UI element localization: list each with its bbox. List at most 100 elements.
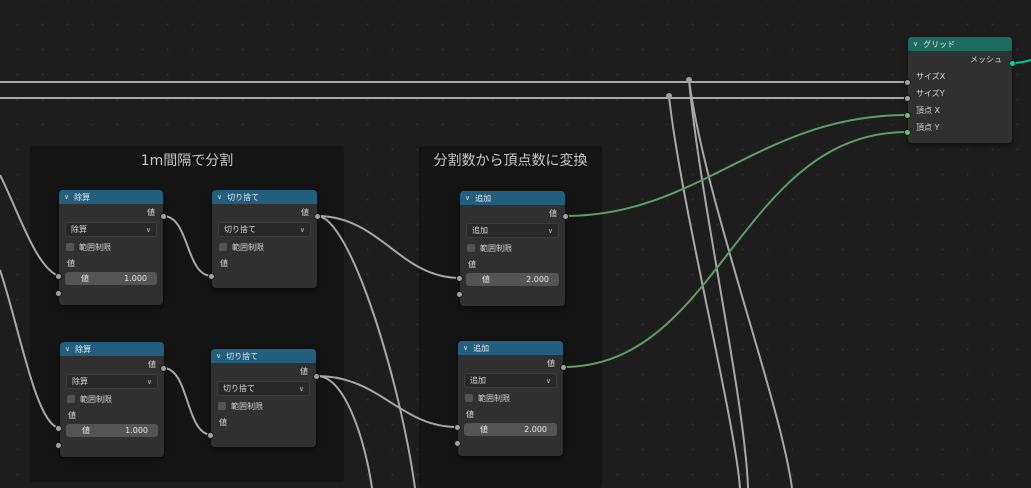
clamp-checkbox[interactable] (467, 244, 475, 252)
input-socket-label: 値 (468, 259, 476, 269)
input-socket[interactable] (456, 275, 463, 282)
clamp-checkbox-row[interactable]: 範囲制限 (59, 239, 163, 255)
vertices-y-label: 頂点 Y (916, 123, 940, 132)
output-socket-label: 値 (301, 207, 309, 217)
size-y-socket[interactable] (904, 95, 911, 102)
dropdown-value: 追加 (470, 376, 486, 385)
clamp-checkbox[interactable] (465, 394, 473, 402)
output-socket[interactable] (314, 213, 321, 220)
clamp-label: 範囲制限 (79, 242, 111, 252)
operation-dropdown[interactable]: 除算 ∨ (66, 374, 158, 389)
chevron-down-icon[interactable]: ∨ (65, 345, 71, 353)
value-field[interactable]: 値 2.000 (464, 423, 557, 436)
clamp-checkbox[interactable] (218, 402, 226, 410)
operation-dropdown[interactable]: 切り捨て ∨ (218, 222, 311, 237)
frame-title: 1m間隔で分割 (140, 153, 234, 169)
node-header[interactable]: ∨ 追加 (458, 341, 563, 355)
field-value: 1.000 (125, 426, 148, 435)
operation-dropdown[interactable]: 追加 ∨ (466, 223, 559, 238)
clamp-checkbox-row[interactable]: 範囲制限 (458, 390, 563, 406)
input-socket-label: 値 (67, 258, 75, 268)
value-field[interactable]: 値 1.000 (65, 272, 157, 285)
clamp-checkbox-row[interactable]: 範囲制限 (212, 239, 317, 255)
node-header[interactable]: ∨ 追加 (460, 191, 565, 205)
value-field[interactable]: 値 2.000 (466, 273, 559, 286)
dropdown-value: 切り捨て (223, 384, 255, 393)
output-socket[interactable] (160, 365, 167, 372)
field-label: 値 (81, 274, 89, 283)
link-add1-vertices-x (564, 114, 908, 217)
chevron-down-icon: ∨ (547, 226, 553, 235)
floor-node-1[interactable]: ∨ 切り捨て 値 切り捨て ∨ 範囲制限 値 (212, 190, 317, 288)
output-socket[interactable] (313, 373, 320, 380)
field-label: 値 (480, 425, 488, 434)
input-socket-label: 値 (219, 417, 227, 427)
node-header[interactable]: ∨ 除算 (60, 342, 164, 356)
dropdown-value: 除算 (71, 225, 87, 234)
input-socket-label: 値 (68, 410, 76, 420)
output-socket-label: 値 (300, 366, 308, 376)
output-socket[interactable] (560, 364, 567, 371)
node-title: 切り捨て (227, 192, 260, 202)
vertices-x-socket[interactable] (904, 112, 911, 119)
clamp-label: 範囲制限 (80, 394, 112, 404)
node-header[interactable]: ∨ 切り捨て (211, 349, 316, 363)
node-title: 除算 (74, 192, 91, 202)
node-title: 追加 (473, 343, 490, 353)
size-x-label: サイズX (916, 72, 946, 81)
field-label: 値 (82, 426, 90, 435)
chevron-down-icon[interactable]: ∨ (216, 352, 222, 360)
output-socket[interactable] (562, 213, 569, 220)
input-socket[interactable] (208, 273, 215, 280)
clamp-checkbox[interactable] (67, 395, 75, 403)
clamp-checkbox[interactable] (219, 243, 227, 251)
input-socket[interactable] (454, 424, 461, 431)
vertices-y-socket[interactable] (904, 129, 911, 136)
node-header[interactable]: ∨ 切り捨て (212, 190, 317, 204)
clamp-checkbox-row[interactable]: 範囲制限 (211, 398, 316, 414)
frame-title: 分割数から頂点数に変換 (433, 153, 588, 169)
chevron-down-icon[interactable]: ∨ (64, 193, 70, 201)
clamp-label: 範囲制限 (478, 393, 510, 403)
input-socket[interactable] (456, 291, 463, 298)
clamp-checkbox-row[interactable]: 範囲制限 (60, 391, 164, 407)
input-socket[interactable] (55, 425, 62, 432)
mesh-output-socket[interactable] (1009, 60, 1016, 67)
operation-dropdown[interactable]: 追加 ∨ (464, 373, 557, 388)
clamp-checkbox[interactable] (66, 243, 74, 251)
operation-dropdown[interactable]: 切り捨て ∨ (217, 381, 310, 396)
node-header[interactable]: ∨ 除算 (59, 190, 163, 204)
chevron-down-icon[interactable]: ∨ (465, 194, 471, 202)
input-socket[interactable] (207, 432, 214, 439)
input-socket[interactable] (55, 290, 62, 297)
chevron-down-icon[interactable]: ∨ (217, 193, 223, 201)
divide-node-1[interactable]: ∨ 除算 値 除算 ∨ 範囲制限 値 値 1.000 (59, 190, 163, 305)
value-field[interactable]: 値 1.000 (66, 424, 158, 437)
reroute-point[interactable] (666, 93, 672, 99)
size-x-socket[interactable] (904, 79, 911, 86)
output-socket[interactable] (160, 213, 167, 220)
divide-node-2[interactable]: ∨ 除算 値 除算 ∨ 範囲制限 値 値 1.000 (60, 342, 164, 457)
chevron-down-icon[interactable]: ∨ (913, 40, 919, 48)
clamp-checkbox-row[interactable]: 範囲制限 (460, 240, 565, 256)
chevron-down-icon: ∨ (299, 225, 305, 234)
clamp-label: 範囲制限 (480, 243, 512, 253)
input-socket[interactable] (55, 273, 62, 280)
grid-node[interactable]: ∨ グリッド メッシュ サイズX サイズY 頂点 X 頂点 Y (908, 37, 1012, 143)
reroute-point[interactable] (686, 77, 692, 83)
clamp-label: 範囲制限 (232, 242, 264, 252)
floor-node-2[interactable]: ∨ 切り捨て 値 切り捨て ∨ 範囲制限 値 (211, 349, 316, 447)
output-socket-label: 値 (547, 358, 555, 368)
operation-dropdown[interactable]: 除算 ∨ (65, 222, 157, 237)
input-socket[interactable] (454, 440, 461, 447)
field-value: 2.000 (526, 275, 549, 284)
add-node-1[interactable]: ∨ 追加 値 追加 ∨ 範囲制限 値 値 2.000 (460, 191, 565, 306)
link-reroute-1 (688, 79, 749, 488)
add-node-2[interactable]: ∨ 追加 値 追加 ∨ 範囲制限 値 値 2.000 (458, 341, 563, 456)
chevron-down-icon: ∨ (146, 377, 152, 386)
input-socket-label: 値 (220, 258, 228, 268)
node-title: グリッド (923, 39, 956, 49)
input-socket[interactable] (55, 442, 62, 449)
chevron-down-icon[interactable]: ∨ (463, 344, 469, 352)
node-header[interactable]: ∨ グリッド (908, 37, 1012, 51)
